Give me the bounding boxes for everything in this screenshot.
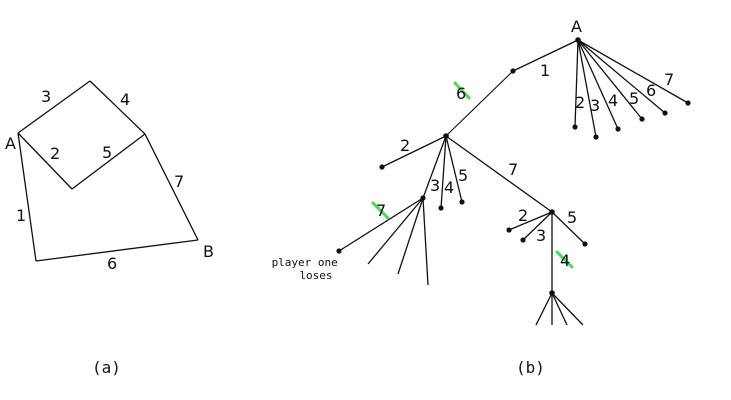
edge-label-l0-6: 6 [456,84,466,103]
l1-edge-label-7: 7 [508,160,518,179]
edge-label-a-4: 4 [120,90,130,109]
cut-mark-7 [371,201,390,220]
l1-edge-5 [445,135,463,203]
l2r-edge-2 [508,211,553,231]
l1-edge-label-5: 5 [458,166,468,185]
l2l-edge-b [367,197,424,265]
leaf-root-3 [593,134,599,140]
leaf-l2r-5 [582,241,588,247]
l1-edge-7 [445,135,553,213]
root-edge-5 [577,39,643,120]
root-edge-4 [577,39,619,130]
edge-label-a-7: 7 [174,172,184,191]
edge-label-a-3: 3 [41,87,51,106]
edge-a-2 [17,132,73,190]
root-edge-label-5: 5 [629,89,639,108]
root-edge-7 [577,39,689,104]
edge-a-1 [17,132,37,262]
l2r-edge-5 [551,211,586,245]
vertex-label-a: A [5,134,16,153]
edge-6-to-level1 [445,70,514,137]
l3-edge-a [535,292,553,326]
l2l-edge-d [422,197,429,286]
l2r-edge-label-2: 2 [518,206,528,225]
caption-b: (b) [516,358,545,377]
l2l-edge-label-7: 7 [376,201,386,220]
l3-edge-d [551,292,584,326]
cut-mark-6 [453,81,471,100]
l1-edge-label-3: 3 [430,176,440,195]
l1-edge-2 [381,135,447,168]
cut-mark-4 [555,250,574,269]
leaf-root-5 [639,116,645,122]
leaf-root-4 [615,126,621,132]
edge-a-5 [71,133,146,190]
edge-a-4 [89,80,146,135]
edge-a-3 [17,80,91,134]
l2l-edge-c [397,197,424,275]
caption-a: (a) [92,358,121,377]
root-edge-label-4: 4 [608,91,618,110]
graph-a: A B 1 2 3 4 5 6 7 (a) [5,80,214,377]
leaf-l2r-3 [520,237,526,243]
l2l-edge-7 [338,197,424,252]
leaf-l2l-7 [336,248,342,254]
edge-label-a-2: 2 [50,144,60,163]
root-edge-label-2: 2 [575,93,585,112]
root-edge-3 [577,39,597,138]
edge-label-a-5: 5 [102,143,112,162]
outcome-line-1: player one [272,256,338,269]
root-edge-label-3: 3 [590,96,600,115]
l1-edge-label-4: 4 [444,178,454,197]
l2r-edge-label-4: 4 [560,251,570,270]
leaf-root-2 [572,124,578,130]
l2r-edge-3 [522,211,553,241]
l2r-edge-label-5: 5 [567,208,577,227]
root-edge-1 [512,39,579,72]
leaf-l1-5 [459,199,465,205]
edge-a-7 [144,133,199,241]
leaf-l2r-2 [506,227,512,233]
edge-a-6 [35,239,199,262]
vertex-label-b: B [203,242,214,261]
edge-label-a-6: 6 [107,254,117,273]
root-edge-label-6: 6 [646,81,656,100]
l2r-edge-label-3: 3 [536,226,546,245]
root-label: A [571,17,582,36]
root-edge-label-7: 7 [664,70,674,89]
l1-edge-4 [440,135,447,209]
l3-edge-c [551,292,568,326]
root-edge-label-1: 1 [540,61,550,80]
root-edge-6 [577,39,666,114]
outcome-line-2: loses [299,269,332,282]
edge-label-a-1: 1 [16,206,26,225]
outcome-text: player one loses [272,256,345,282]
leaf-root-7 [685,100,691,106]
leaf-l1-4 [438,205,444,211]
leaf-l1-2 [379,164,385,170]
leaf-root-6 [662,110,668,116]
l1-edge-3 [422,135,447,199]
l1-edge-label-2: 2 [400,136,410,155]
game-tree-b: A 1 2 3 4 5 6 7 6 [272,17,691,377]
root-edge-2 [574,39,579,128]
